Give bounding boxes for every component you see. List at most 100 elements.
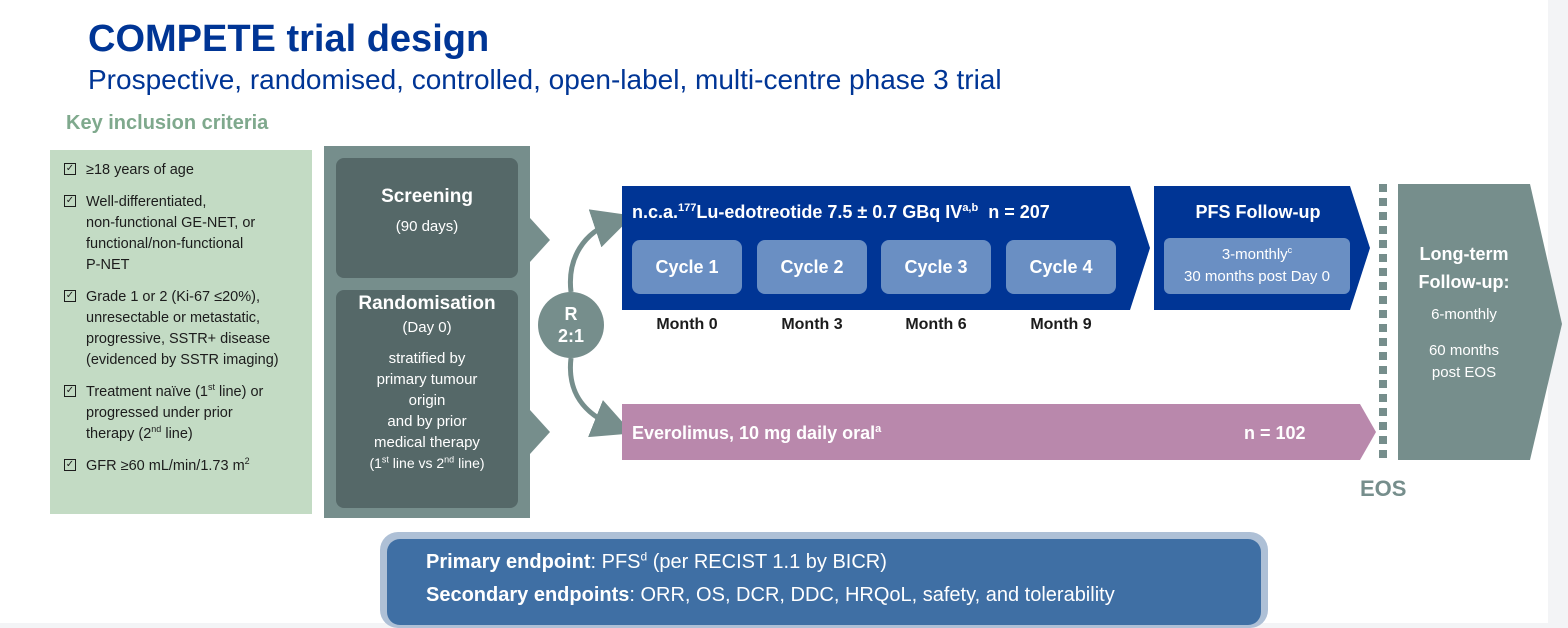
lu-arm-label: n.c.a.177Lu-edotreotide 7.5 ± 0.7 GBq IV… (632, 202, 1050, 223)
stratification-line: (1st line vs 2nd line) (369, 455, 484, 471)
criteria-item: ✓ ≥18 years of age (62, 160, 308, 181)
randomisation-ratio: 2:1 (557, 326, 584, 346)
everolimus-arm-n: n = 102 (1244, 423, 1306, 443)
criteria-text: P-NET (86, 257, 130, 273)
randomisation-title: Randomisation (358, 293, 496, 314)
superscript: 2 (244, 456, 250, 467)
superscript: d (640, 549, 648, 564)
criteria-text: non-functional GE-NET, or (86, 215, 256, 231)
criteria-text: unresectable or metastatic, (86, 310, 261, 326)
long-term-frequency: 6-monthly (1431, 306, 1497, 323)
screening-title: Screening (381, 186, 473, 207)
text-part: 30 months post Day 0 (1184, 268, 1330, 285)
stratification-line: primary tumour (376, 371, 478, 388)
superscript: st (381, 454, 389, 465)
primary-endpoint: Primary endpoint: PFSd (per RECIST 1.1 b… (426, 549, 887, 574)
slide-title: COMPETE trial design (88, 18, 490, 60)
criteria-heading: Key inclusion criteria (66, 112, 269, 134)
slide-subtitle: Prospective, randomised, controlled, ope… (88, 64, 1002, 95)
criteria-text: line) (161, 426, 193, 442)
stratification-line: and by prior (387, 413, 467, 430)
text-part: Lu-edotreotide 7.5 ± 0.7 GBq IV (696, 202, 963, 222)
superscript: c (1287, 245, 1293, 255)
stratification-line: medical therapy (374, 434, 480, 451)
screening-box: Screening (90 days) (336, 158, 518, 278)
cycle-2-box: Cycle 2 (757, 240, 867, 294)
text-part: Everolimus, 10 mg daily oral (632, 423, 876, 443)
criteria-item: ✓ GFR ≥60 mL/min/1.73 m2 (62, 456, 308, 477)
criteria-text: Well-differentiated, (86, 194, 207, 210)
long-term-followup-arrow (1398, 184, 1562, 460)
lu-arm-n: n = 207 (988, 202, 1050, 222)
endpoint-box (387, 539, 1261, 625)
criteria-text: functional/non-functional (86, 236, 244, 252)
superscript: st (207, 382, 215, 393)
text-part: : PFS (590, 551, 641, 573)
arrow-to-lu-arm (567, 209, 633, 293)
checkbox-icon: ✓ (64, 459, 76, 471)
text-part: (1 (369, 455, 382, 471)
screening-duration: (90 days) (395, 218, 459, 235)
pfs-followup-title: PFS Follow-up (1195, 202, 1321, 222)
criteria-item: ✓ Well-differentiated, non-functional GE… (62, 192, 308, 276)
criteria-box: ✓ ≥18 years of age ✓ Well-differentiated… (50, 150, 312, 514)
pfs-followup-schedule: 3-monthlyc 30 months post Day 0 (1164, 238, 1350, 294)
everolimus-arm-arrow (622, 404, 1376, 460)
column-arrow-tip-bottom (530, 410, 550, 454)
month-3-label: Month 3 (781, 316, 843, 333)
eos-label: EOS (1360, 476, 1407, 501)
secondary-endpoints-label: Secondary endpoints (426, 584, 630, 606)
stratification-text: stratified by primary tumour origin and … (336, 348, 518, 474)
criteria-text: GFR ≥60 mL/min/1.73 m (86, 458, 245, 474)
long-term-followup-title: Long-term Follow-up: (1402, 240, 1526, 296)
checkbox-icon: ✓ (64, 290, 76, 302)
long-term-duration: 60 months post EOS (1402, 340, 1526, 384)
everolimus-arm-label: Everolimus, 10 mg daily orala (632, 423, 881, 444)
text-part: n.c.a. (632, 202, 679, 222)
criteria-list: ✓ ≥18 years of age ✓ Well-differentiated… (50, 150, 312, 477)
stratification-line: stratified by (388, 350, 466, 367)
month-6-label: Month 6 (905, 316, 967, 333)
criteria-text: progressive, SSTR+ disease (86, 331, 271, 347)
criteria-item: ✓ Grade 1 or 2 (Ki-67 ≤20%), unresectabl… (62, 287, 308, 371)
footnote-superscript: a,b (962, 202, 979, 214)
checkbox-icon: ✓ (64, 385, 76, 397)
month-0-label: Month 0 (656, 316, 718, 333)
primary-endpoint-label: Primary endpoint (426, 551, 591, 573)
superscript: a (875, 423, 882, 435)
secondary-endpoints: Secondary endpoints: ORR, OS, DCR, DDC, … (426, 584, 1115, 607)
column-arrow-tip-top (530, 218, 550, 262)
text-part: 60 months (1428, 342, 1500, 359)
text-part: line vs 2 (388, 455, 445, 471)
criteria-item: ✓ Treatment naïve (1st line) or progress… (62, 382, 308, 445)
text-part: line) (454, 455, 485, 471)
criteria-text: ≥18 years of age (86, 162, 194, 178)
month-9-label: Month 9 (1030, 316, 1092, 333)
isotope-superscript: 177 (678, 202, 697, 214)
cycle-4-box: Cycle 4 (1006, 240, 1116, 294)
superscript: nd (151, 424, 162, 435)
checkbox-icon: ✓ (64, 195, 76, 207)
criteria-text: Grade 1 or 2 (Ki-67 ≤20%), (86, 289, 260, 305)
randomisation-box: Randomisation (Day 0) stratified by prim… (336, 290, 518, 508)
stratification-line: origin (408, 392, 446, 409)
cycle-3-box: Cycle 3 (881, 240, 991, 294)
text-part: Long-term (1419, 244, 1509, 264)
text-part: 3-monthly (1221, 246, 1288, 263)
text-part: : ORR, OS, DCR, DDC, HRQoL, safety, and … (629, 584, 1115, 606)
criteria-text: therapy (2 (86, 426, 152, 442)
checkbox-icon: ✓ (64, 163, 76, 175)
criteria-text: line) or (214, 384, 264, 400)
criteria-text: (evidenced by SSTR imaging) (86, 352, 279, 368)
criteria-text: progressed under prior (86, 405, 233, 421)
randomisation-r: R (564, 304, 578, 324)
superscript: nd (444, 454, 455, 465)
text-part: post EOS (1431, 364, 1497, 381)
arrow-to-everolimus-arm (567, 357, 633, 438)
randomisation-ratio-circle: R 2:1 (538, 292, 604, 358)
randomisation-day: (Day 0) (402, 319, 452, 336)
criteria-text: Treatment naïve (1 (86, 384, 208, 400)
text-part: (per RECIST 1.1 by BICR) (647, 551, 887, 573)
text-part: Follow-up: (1418, 272, 1510, 292)
